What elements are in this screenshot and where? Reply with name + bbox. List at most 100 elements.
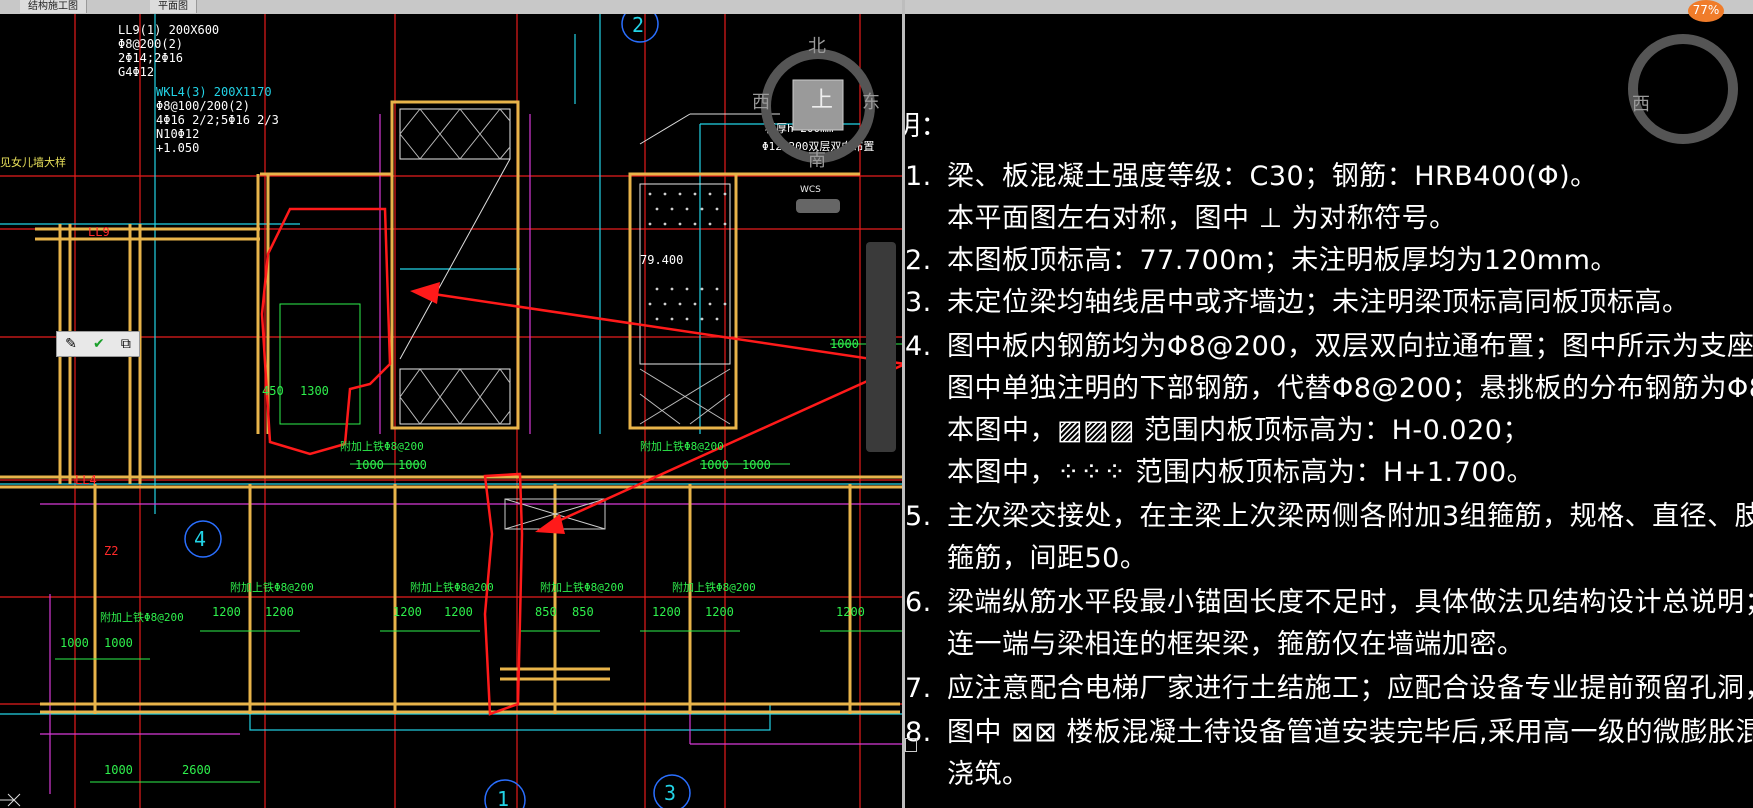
rebar-label: 附加上铁Φ8@200: [340, 439, 424, 453]
dim-text: 850: [572, 605, 594, 619]
note-line: 浇筑。: [905, 752, 1030, 791]
compass-south-label: 南: [808, 150, 826, 171]
navigation-bar[interactable]: [866, 242, 896, 452]
note-text: 梁、板混凝土强度等级：C30；钢筋：HRB400(Φ)。: [947, 161, 1598, 192]
rebar-label: 附加上铁Φ8@200: [100, 610, 184, 624]
beam-label: N10Φ12: [156, 127, 199, 141]
note-line: 7. 应注意配合电梯厂家进行土结施工；应配合设备专业提前预留孔洞，严禁后凿: [905, 666, 1753, 705]
dim-text: 1000: [104, 636, 133, 650]
compass-east-label: 东: [862, 92, 880, 113]
rebar-label: 附加上铁Φ8@200: [640, 439, 724, 453]
note-number: 7.: [905, 673, 932, 704]
note-text: 图中 ⊠⊠ 楼板混凝土待设备管道安装完毕后,采用高一级的微膨胀混凝土二: [947, 717, 1753, 748]
column-tag: Z2: [104, 544, 118, 558]
axis-number: 3: [664, 781, 676, 805]
dim-text: 1200: [212, 605, 241, 619]
note-text: 箍筋，间距50。: [947, 543, 1148, 574]
note-line: 连一端与梁相连的框架梁，箍筋仅在墙端加密。: [905, 622, 1525, 661]
beam-tag: LL9: [88, 225, 110, 239]
edit-icon[interactable]: ✎: [65, 336, 77, 352]
note-line: 本图中，⁘⁘⁘ 范围内板顶标高为：H+1.700。: [905, 450, 1534, 489]
notes-heading: 明：: [905, 111, 948, 142]
note-text: 连一端与梁相连的框架梁，箍筋仅在墙端加密。: [947, 629, 1525, 660]
cad-viewport[interactable]: LL9(1) 200X600 Φ8@200(2) 2Φ14;2Φ16 G4Φ12…: [0, 14, 902, 808]
note-text: 本图板顶标高：77.700m；未注明板厚均为120mm。: [947, 245, 1618, 276]
note-text: 主次梁交接处，在主梁上次梁两侧各附加3组箍筋，规格、直径、肢数同主梁: [947, 501, 1753, 532]
note-number: 2.: [905, 245, 932, 276]
notes-viewport[interactable]: 明： 1. 梁、板混凝土强度等级：C30；钢筋：HRB400(Φ)。本平面图左右对…: [905, 14, 1753, 808]
dim-text: 1200: [265, 605, 294, 619]
note-line: 4. 图中板内钢筋均为Φ8@200，双层双向拉通布置；图中所示为支座附加上筋: [905, 324, 1753, 363]
rebar-label: 附加上铁Φ8@200: [230, 580, 314, 594]
check-icon[interactable]: ✔: [92, 336, 105, 352]
note-text: 图中板内钢筋均为Φ8@200，双层双向拉通布置；图中所示为支座附加上筋: [947, 331, 1753, 362]
note-line: 5. 主次梁交接处，在主梁上次梁两侧各附加3组箍筋，规格、直径、肢数同主梁: [905, 494, 1753, 533]
axis-number: 2: [632, 14, 644, 37]
dim-text: 1300: [300, 384, 329, 398]
note-text: 浇筑。: [947, 759, 1030, 790]
ucs-icon: [905, 738, 917, 752]
axis-number: 4: [194, 527, 206, 551]
axis-number: 1: [497, 787, 509, 808]
note-line: 1. 梁、板混凝土强度等级：C30；钢筋：HRB400(Φ)。: [905, 154, 1598, 193]
dim-text: 1200: [444, 605, 473, 619]
note-text: 应注意配合电梯厂家进行土结施工；应配合设备专业提前预留孔洞，严禁后凿: [947, 673, 1753, 704]
note-line: 本图中，▨▨▨ 范围内板顶标高为：H-0.020；: [905, 408, 1530, 447]
dim-text: 2600: [182, 763, 211, 777]
dim-text: 850: [535, 605, 557, 619]
beam-label: 4Φ16 2/2;5Φ16 2/3: [156, 113, 279, 127]
note-line: 6.梁端纵筋水平段最小锚固长度不足时，具体做法见结构设计总说明；一端与墙: [905, 580, 1753, 619]
compass-west-label: 西: [752, 92, 770, 113]
split-divider[interactable]: [902, 0, 905, 808]
note-text: 未定位梁均轴线居中或齐墙边；未注明梁顶标高同板顶标高。: [947, 287, 1690, 318]
rebar-label: 附加上铁Φ8@200: [410, 580, 494, 594]
dim-text: 1000: [830, 337, 859, 351]
note-text: 梁端纵筋水平段最小锚固长度不足时，具体做法见结构设计总说明；一端与墙: [947, 587, 1753, 618]
dim-text: 1000: [700, 458, 729, 472]
rebar-label: 附加上铁Φ8@200: [672, 580, 756, 594]
layers-icon[interactable]: ⧉: [120, 336, 131, 352]
note-number: 3.: [905, 287, 932, 318]
compass2-ring[interactable]: [1628, 34, 1738, 144]
beam-tag: LL4: [75, 473, 97, 487]
note-line: 箍筋，间距50。: [905, 536, 1147, 575]
note-number: 8.: [905, 717, 932, 748]
compass-top-button[interactable]: 上: [811, 88, 834, 113]
note-number: 1.: [905, 161, 932, 192]
dim-text: 79.400: [640, 253, 683, 267]
note-line: 本平面图左右对称，图中 ⊥ 为对称符号。: [905, 196, 1457, 235]
note-line: 8. 图中 ⊠⊠ 楼板混凝土待设备管道安装完毕后,采用高一级的微膨胀混凝土二: [905, 710, 1753, 749]
parapet-note: 见女儿墙大样: [0, 155, 66, 169]
note-line: 2. 本图板顶标高：77.700m；未注明板厚均为120mm。: [905, 238, 1618, 277]
note-number: 5.: [905, 501, 932, 532]
dim-text: 1000: [742, 458, 771, 472]
wcs-button[interactable]: WCS: [800, 185, 821, 195]
beam-label: 2Φ14;2Φ16: [118, 51, 183, 65]
cad-drawing: LL9(1) 200X600 Φ8@200(2) 2Φ14;2Φ16 G4Φ12…: [0, 14, 902, 808]
dim-text: 1200: [652, 605, 681, 619]
dim-text: 1000: [60, 636, 89, 650]
note-number: 4.: [905, 331, 932, 362]
note-text: 本图中，▨▨▨ 范围内板顶标高为：H-0.020；: [947, 415, 1530, 446]
dim-text: 1200: [393, 605, 422, 619]
tab-plan[interactable]: 平面图: [150, 0, 197, 13]
cad-mini-toolbar: ✎ ✔ ⧉: [56, 331, 140, 357]
note-line: 图中单独注明的下部钢筋，代替Φ8@200；悬挑板的分布钢筋为Φ8@200: [905, 366, 1753, 405]
beam-label: LL9(1) 200X600: [118, 23, 219, 37]
note-text: 图中单独注明的下部钢筋，代替Φ8@200；悬挑板的分布钢筋为Φ8@200: [947, 373, 1753, 404]
beam-label: Φ8@200(2): [118, 37, 183, 51]
note-text: 本图中，⁘⁘⁘ 范围内板顶标高为：H+1.700。: [947, 457, 1535, 488]
beam-label: G4Φ12: [118, 65, 154, 79]
dim-text: 1000: [104, 763, 133, 777]
dim-text: 1200: [836, 605, 865, 619]
dim-text: 1200: [705, 605, 734, 619]
beam-label: Φ8@100/200(2): [156, 99, 250, 113]
zoom-badge[interactable]: 77%: [1688, 0, 1724, 22]
tab-drawing[interactable]: 结构施工图: [20, 0, 87, 13]
dim-text: 1000: [355, 458, 384, 472]
dim-text: 450: [262, 384, 284, 398]
beam-label: WKL4(3) 200X1170: [156, 85, 272, 99]
beam-label: +1.050: [156, 141, 199, 155]
compass2-west-label: 西: [1632, 94, 1650, 115]
compass-north-label: 北: [808, 36, 826, 57]
